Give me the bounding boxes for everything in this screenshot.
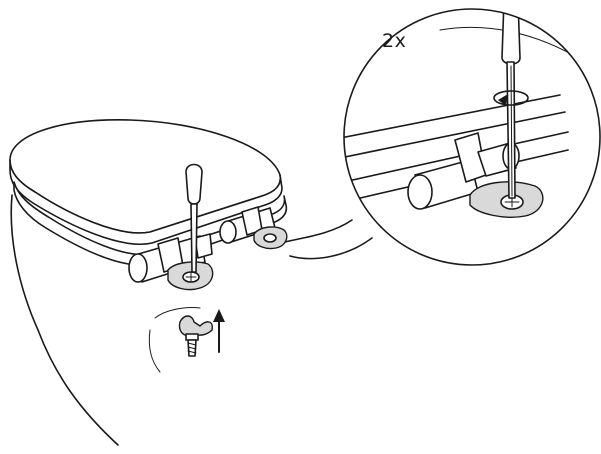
- toilet-assembly: [9, 119, 288, 446]
- toilet-bowl-outline: [10, 194, 119, 446]
- detail-hinge: [407, 132, 544, 218]
- screwdriver-icon: [185, 163, 203, 273]
- detail-magnifier: [284, 8, 601, 266]
- left-hinge: [128, 233, 214, 291]
- detail-seat-edge-top: [344, 94, 561, 141]
- toilet-mount-surface: [154, 307, 201, 319]
- up-arrow-icon: [213, 309, 225, 353]
- quantity-label: 2x: [382, 30, 407, 52]
- detail-seat-edge-bottom: [344, 131, 569, 186]
- detail-circle-outline: [343, 8, 601, 266]
- detail-seat-edge: [344, 111, 566, 161]
- wing-nut-bolt-icon: [178, 315, 214, 357]
- callout-pointer-lower: [289, 237, 373, 260]
- right-hinge: [219, 206, 288, 250]
- seat-ring: [13, 181, 288, 266]
- seat-lid: [9, 119, 282, 234]
- callout-pointer: [284, 219, 353, 243]
- toilet-rim-curve: [148, 329, 161, 373]
- right-screw-hole: [263, 233, 277, 243]
- seat-lid-edge: [9, 159, 283, 245]
- rotation-arrow-icon: [493, 90, 529, 106]
